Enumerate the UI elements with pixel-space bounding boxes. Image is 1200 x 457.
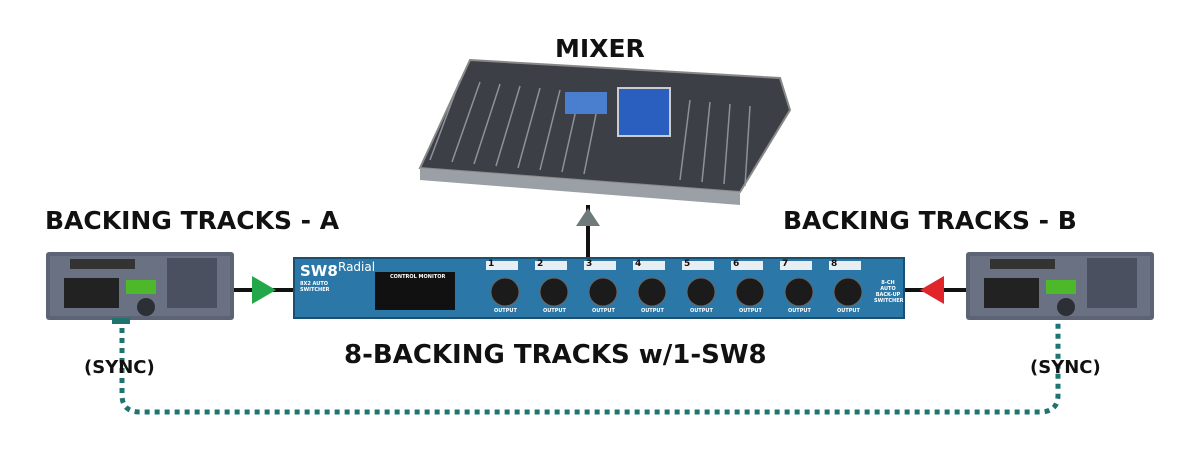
channel-number: 3	[586, 259, 593, 269]
mixer-console	[418, 58, 792, 205]
channel-number: 2	[537, 259, 544, 269]
output-label: OUTPUT	[837, 308, 860, 314]
sw8-switcher	[293, 257, 905, 319]
mixer-title: MIXER	[555, 34, 645, 63]
output-label: OUTPUT	[592, 308, 615, 314]
channel-label-strip	[535, 261, 567, 270]
output-label: OUTPUT	[641, 308, 664, 314]
channel-number: 4	[635, 259, 642, 269]
switcher-side-label: 8-CH AUTO BACK-UP SWITCHER	[874, 280, 904, 304]
channel-number: 6	[733, 259, 740, 269]
switcher-brand: Radial	[338, 260, 376, 274]
recorder-b	[966, 252, 1154, 320]
arrow-out-icon	[576, 208, 600, 226]
channel-number: 8	[831, 259, 838, 269]
channel-label-strip	[633, 261, 665, 270]
xlr-output-connector	[490, 277, 520, 307]
backing-tracks-b-label: BACKING TRACKS - B	[783, 206, 1077, 235]
channel-number: 5	[684, 259, 691, 269]
switcher-subtitle: 8X2 AUTO SWITCHER	[300, 281, 330, 293]
sync-line	[119, 318, 1061, 415]
channel-label-strip	[486, 261, 518, 270]
output-label: OUTPUT	[690, 308, 713, 314]
arrow-in-a-icon	[252, 276, 276, 304]
channel-label-strip	[682, 261, 714, 270]
xlr-output-connector	[833, 277, 863, 307]
backing-tracks-a-label: BACKING TRACKS - A	[45, 206, 340, 235]
diagram-caption: 8-BACKING TRACKS w/1-SW8	[344, 340, 767, 370]
xlr-output-connector	[686, 277, 716, 307]
control-monitor-label: CONTROL MONITOR	[390, 274, 446, 280]
xlr-output-connector	[784, 277, 814, 307]
xlr-output-connector	[735, 277, 765, 307]
switcher-model: SW8	[300, 262, 338, 280]
xlr-output-connector	[637, 277, 667, 307]
sync-label-right: (SYNC)	[1030, 357, 1101, 378]
output-label: OUTPUT	[739, 308, 762, 314]
arrow-in-b-icon	[920, 276, 944, 304]
channel-number: 7	[782, 259, 789, 269]
channel-label-strip	[731, 261, 763, 270]
sync-label-left: (SYNC)	[84, 357, 155, 378]
channel-label-strip	[584, 261, 616, 270]
output-label: OUTPUT	[494, 308, 517, 314]
output-label: OUTPUT	[788, 308, 811, 314]
channel-label-strip	[780, 261, 812, 270]
channel-label-strip	[829, 261, 861, 270]
xlr-output-connector	[539, 277, 569, 307]
recorder-a	[46, 252, 234, 324]
output-label: OUTPUT	[543, 308, 566, 314]
channel-number: 1	[488, 259, 495, 269]
xlr-output-connector	[588, 277, 618, 307]
